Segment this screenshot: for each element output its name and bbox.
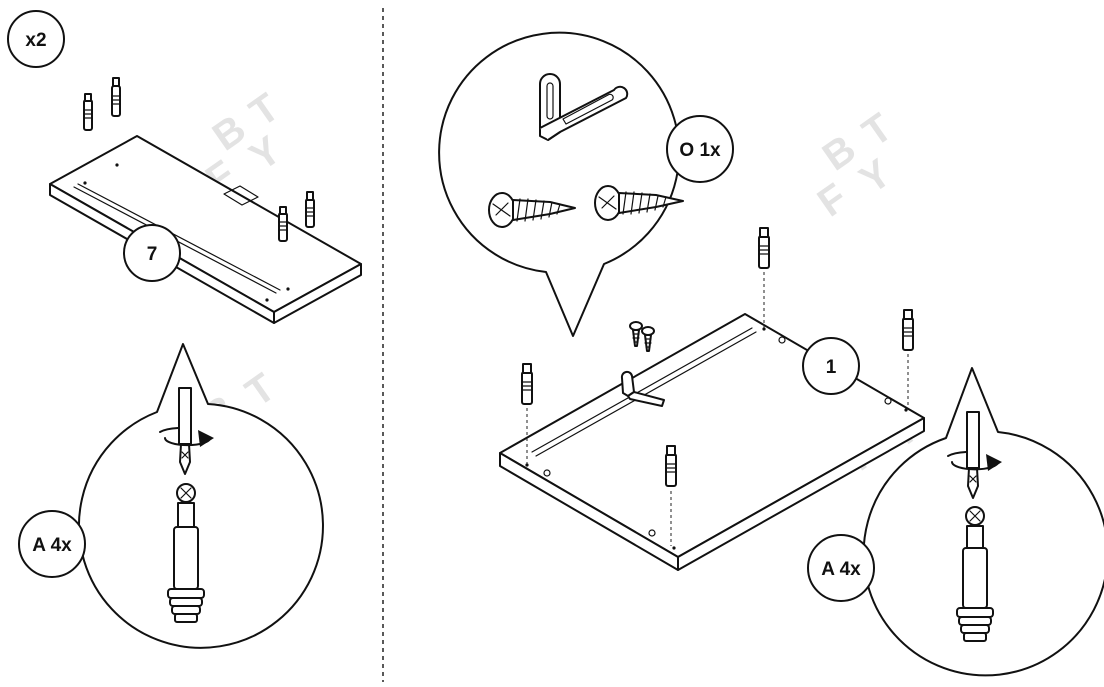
fitting-badge: A 4x [18,510,86,578]
fitting-badge-label: A 4x [821,559,861,580]
watermark-letter: Y [242,128,289,180]
part-badge: 7 [123,224,181,282]
wood-screw-icon [641,326,655,352]
part-badge-label: 1 [826,357,837,378]
watermark-letter: T [238,365,283,415]
alignment-guides [526,272,909,546]
cam-dowel-icon [665,445,677,487]
part-badge: 1 [802,337,860,395]
angle-bracket-icon [620,370,665,407]
hardware-callout [438,31,684,337]
cam-dowel-icon [83,93,93,131]
wood-screw-icon [594,185,684,221]
cam-dowel-icon [111,77,121,117]
hardware-badge: O 1x [666,115,734,183]
watermark-group-right: B T F Y [810,105,900,225]
panel-part-1 [499,313,925,571]
quantity-badge: x2 [7,10,65,68]
fitting-badge: A 4x [807,534,875,602]
part-badge-label: 7 [147,244,158,265]
wood-screw-icon [629,321,643,347]
wood-screw-icon [488,192,576,228]
screwdriver-icon [178,387,192,475]
rotate-clockwise-icon [159,427,214,447]
cam-dowel-icon [521,363,533,405]
hardware-badge-label: O 1x [679,140,721,161]
rotate-clockwise-icon [947,451,1002,471]
watermark-letter: F [810,175,855,225]
watermark-letter: T [855,105,900,155]
cam-dowel-detail-icon [167,483,205,623]
screwdriver-icon [966,411,980,499]
cam-dowel-detail-icon [956,506,994,642]
cam-dowel-icon [902,309,914,351]
cam-dowel-icon [305,191,315,228]
detail-callout [862,367,1104,677]
angle-bracket-icon [539,73,629,141]
fitting-badge-label: A 4x [32,535,72,556]
quantity-badge-label: x2 [25,30,46,51]
cam-dowel-icon [278,206,288,242]
watermark-letter: T [242,85,287,135]
detail-callout [77,343,324,649]
cam-dowel-icon [758,227,770,269]
